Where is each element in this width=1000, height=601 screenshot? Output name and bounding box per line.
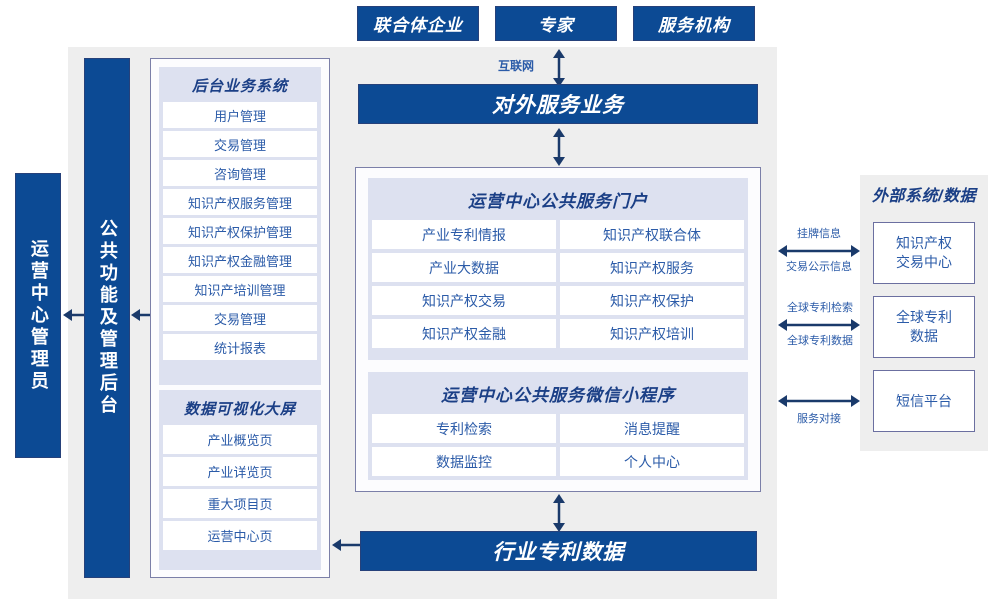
external-system-label: 全球专利 数据 bbox=[896, 309, 952, 344]
external-system-ip-trading-center[interactable]: 知识产权 交易中心 bbox=[873, 222, 975, 284]
top-actor-label: 联合体企业 bbox=[373, 16, 463, 35]
external-systems-title: 外部系统/数据 bbox=[872, 188, 976, 205]
external-system-sms-platform[interactable]: 短信平台 bbox=[873, 370, 975, 432]
miniprogram-item[interactable]: 个人中心 bbox=[560, 447, 744, 476]
backend-item[interactable]: 用户管理 bbox=[163, 102, 317, 128]
backend-item[interactable]: 知识产权金融管理 bbox=[163, 247, 317, 273]
external-system-global-patent-data[interactable]: 全球专利 数据 bbox=[873, 296, 975, 358]
miniprogram-item-grid: 专利检索 消息提醒 数据监控 个人中心 bbox=[372, 414, 744, 476]
rail-label: 运营中心管理员 bbox=[28, 238, 49, 393]
visualization-item[interactable]: 运营中心页 bbox=[163, 521, 317, 550]
wechat-miniprogram-group: 运营中心公共服务微信小程序 专利检索 消息提醒 数据监控 个人中心 bbox=[368, 372, 748, 480]
global-patent-data-label: 全球专利数据 bbox=[787, 335, 853, 347]
global-patent-search-label: 全球专利检索 bbox=[787, 302, 853, 314]
industry-patent-data-bar[interactable]: 行业专利数据 bbox=[360, 531, 757, 571]
external-service-label: 对外服务业务 bbox=[492, 94, 624, 117]
backend-item[interactable]: 知识产培训管理 bbox=[163, 276, 317, 302]
global-patent-connector-arrow bbox=[778, 319, 860, 331]
backend-item-list: 用户管理 交易管理 咨询管理 知识产权服务管理 知识产权保护管理 知识产权金融管… bbox=[163, 102, 317, 360]
miniprogram-item[interactable]: 数据监控 bbox=[372, 447, 556, 476]
portal-item[interactable]: 知识产权服务 bbox=[560, 253, 744, 282]
backend-item[interactable]: 交易管理 bbox=[163, 305, 317, 331]
backend-item[interactable]: 咨询管理 bbox=[163, 160, 317, 186]
service-docking-label: 服务对接 bbox=[797, 413, 841, 425]
backend-business-system-title: 后台业务系统 bbox=[191, 78, 288, 95]
top-actor-label: 服务机构 bbox=[658, 16, 730, 35]
portal-item-grid: 产业专利情报 知识产权联合体 产业大数据 知识产权服务 知识产权交易 知识产权保… bbox=[372, 220, 744, 348]
backend-item[interactable]: 知识产权保护管理 bbox=[163, 218, 317, 244]
top-actor-service-agency[interactable]: 服务机构 bbox=[633, 6, 755, 41]
backend-business-system-group: 后台业务系统 用户管理 交易管理 咨询管理 知识产权服务管理 知识产权保护管理 … bbox=[159, 67, 321, 385]
portal-title: 运营中心公共服务门户 bbox=[468, 192, 648, 211]
rail-operation-center-admin[interactable]: 运营中心管理员 bbox=[15, 173, 61, 458]
portal-to-patent-data-arrow bbox=[553, 494, 565, 532]
portal-item[interactable]: 产业大数据 bbox=[372, 253, 556, 282]
industry-patent-data-label: 行业专利数据 bbox=[492, 541, 625, 564]
portal-item[interactable]: 知识产权交易 bbox=[372, 286, 556, 315]
backend-item[interactable]: 交易管理 bbox=[163, 131, 317, 157]
miniprogram-title: 运营中心公共服务微信小程序 bbox=[441, 386, 675, 405]
ip-trading-connector-arrow bbox=[778, 245, 860, 257]
internet-arrow bbox=[553, 49, 565, 87]
visualization-item[interactable]: 重大项目页 bbox=[163, 489, 317, 518]
backend-item[interactable]: 知识产权服务管理 bbox=[163, 189, 317, 215]
backend-item[interactable]: 统计报表 bbox=[163, 334, 317, 360]
external-service-business-bar[interactable]: 对外服务业务 bbox=[358, 84, 758, 124]
internet-label: 互联网 bbox=[497, 59, 534, 73]
portal-item[interactable]: 知识产权金融 bbox=[372, 319, 556, 348]
sms-connector-arrow bbox=[778, 395, 860, 407]
external-system-label: 知识产权 交易中心 bbox=[896, 235, 952, 270]
rail-label: 公共功能及管理后台 bbox=[97, 219, 118, 417]
portal-item[interactable]: 知识产权培训 bbox=[560, 319, 744, 348]
data-visualization-group: 数据可视化大屏 产业概览页 产业详览页 重大项目页 运营中心页 bbox=[159, 390, 321, 570]
portal-item[interactable]: 知识产权联合体 bbox=[560, 220, 744, 249]
top-actor-label: 专家 bbox=[538, 16, 574, 35]
service-to-portal-arrow bbox=[553, 128, 565, 166]
miniprogram-item[interactable]: 消息提醒 bbox=[560, 414, 744, 443]
portal-item[interactable]: 产业专利情报 bbox=[372, 220, 556, 249]
public-service-portal-group: 运营中心公共服务门户 产业专利情报 知识产权联合体 产业大数据 知识产权服务 知… bbox=[368, 178, 748, 360]
visualization-item[interactable]: 产业详览页 bbox=[163, 457, 317, 486]
top-actor-union-enterprise[interactable]: 联合体企业 bbox=[357, 6, 479, 41]
trade-public-info-label: 交易公示信息 bbox=[786, 261, 852, 273]
miniprogram-item[interactable]: 专利检索 bbox=[372, 414, 556, 443]
portal-item[interactable]: 知识产权保护 bbox=[560, 286, 744, 315]
listing-info-label: 挂牌信息 bbox=[797, 228, 841, 240]
visualization-item[interactable]: 产业概览页 bbox=[163, 425, 317, 454]
top-actor-expert[interactable]: 专家 bbox=[495, 6, 617, 41]
visualization-item-list: 产业概览页 产业详览页 重大项目页 运营中心页 bbox=[163, 425, 317, 550]
external-system-label: 短信平台 bbox=[896, 392, 952, 409]
rail-common-function-backend[interactable]: 公共功能及管理后台 bbox=[84, 58, 130, 578]
data-visualization-title: 数据可视化大屏 bbox=[183, 401, 296, 418]
